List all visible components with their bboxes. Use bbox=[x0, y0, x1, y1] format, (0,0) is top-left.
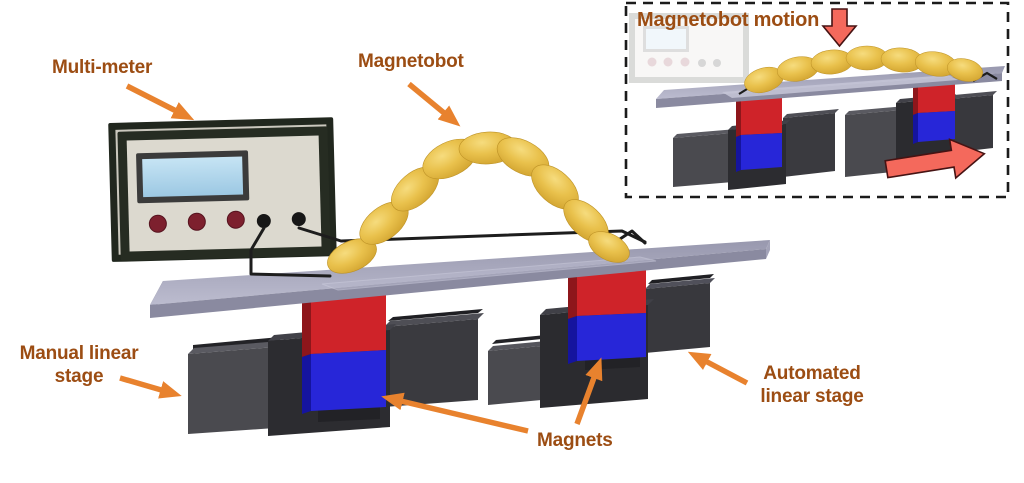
magnet-south-blue bbox=[577, 313, 646, 361]
terminal bbox=[291, 212, 306, 227]
magnetobot-robot bbox=[327, 131, 630, 274]
manual-linear-stage bbox=[188, 293, 484, 436]
wire-right bbox=[297, 226, 647, 244]
magnet-south-blue bbox=[741, 133, 782, 170]
robot-segment bbox=[947, 58, 983, 82]
test-lead-wires bbox=[249, 226, 647, 278]
multimeter-device bbox=[108, 117, 337, 262]
knob bbox=[148, 214, 167, 233]
magnets-label: Magnets bbox=[537, 430, 613, 451]
magnet-north-red bbox=[918, 79, 955, 113]
knob bbox=[187, 212, 206, 231]
magnet-south-blue bbox=[311, 350, 386, 411]
callout-arrows bbox=[119, 81, 749, 434]
magnets-left-arrow-icon bbox=[381, 392, 529, 434]
automated-stage-label: Automated linear stage bbox=[760, 363, 864, 407]
manual-stage-label: Manual linear stage bbox=[19, 343, 139, 387]
motion-down-arrow-icon bbox=[821, 8, 858, 48]
magnet-right bbox=[568, 266, 646, 364]
lcd-display bbox=[142, 156, 244, 198]
knob bbox=[226, 210, 245, 229]
magnet-north-red bbox=[311, 293, 386, 354]
robot-segment bbox=[327, 238, 377, 274]
magnet-south-blue bbox=[918, 111, 955, 142]
motion-right-arrow-icon bbox=[884, 138, 986, 180]
inset-motion-panel bbox=[624, 1, 1010, 199]
platform-groove bbox=[321, 256, 657, 291]
multimeter-arrow-icon bbox=[125, 83, 195, 121]
wire-clip bbox=[615, 229, 647, 245]
inset-magnetobot bbox=[744, 45, 983, 94]
magnetobot-arrow-icon bbox=[407, 81, 461, 127]
automated-stage-arrow-icon bbox=[687, 351, 749, 386]
inset-title: Magnetobot motion bbox=[637, 9, 820, 31]
magnet-north-red bbox=[577, 266, 646, 316]
manual-stage-arrow-icon bbox=[119, 375, 182, 399]
robot-segment bbox=[588, 231, 630, 263]
terminal bbox=[256, 213, 271, 228]
magnet-left bbox=[302, 293, 386, 414]
wire-left bbox=[249, 226, 332, 278]
magnets-right-arrow-icon bbox=[574, 357, 603, 425]
magnetobot-label: Magnetobot bbox=[358, 51, 464, 72]
multimeter-label: Multi-meter bbox=[52, 57, 153, 78]
ghost-multimeter bbox=[629, 13, 749, 83]
automated-linear-stage bbox=[488, 266, 715, 408]
inset-dashed-border bbox=[624, 1, 1010, 199]
